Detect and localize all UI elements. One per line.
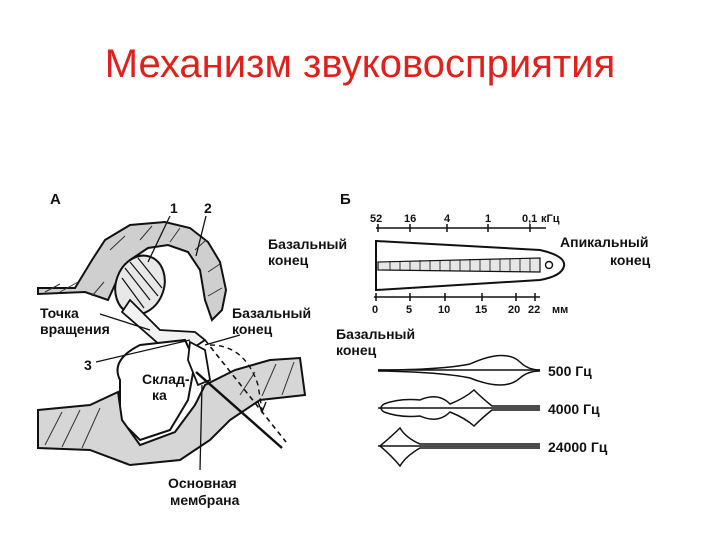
leader-2	[195, 215, 207, 257]
membrane-label-2: мембрана	[170, 492, 240, 508]
freq-tick-0-1: 0,1	[522, 213, 537, 225]
leader-1	[147, 215, 171, 263]
wave-label-24000: 24000 Гц	[548, 439, 608, 455]
basilar-dashed-curve	[209, 344, 263, 411]
pillar-cells	[187, 340, 212, 387]
basal-c-label-2: конец	[336, 342, 377, 358]
freq-scale: 52 16 4 1 0,1 кГц	[370, 213, 560, 232]
basal-c-label-1: Базальный	[336, 326, 415, 342]
basal-a-label-2: конец	[232, 321, 273, 337]
panel-a: А 1 2 Склад- ка	[37, 191, 311, 508]
fold-shape	[116, 338, 197, 442]
basilar-membrane-deflected	[204, 339, 287, 443]
wave-label-500: 500 Гц	[548, 363, 592, 379]
panel-b: Б 52 16 4 1 0,1 кГц	[268, 191, 651, 468]
slide-title: Механизм звуковосприятия	[104, 42, 616, 86]
membrane-leader	[199, 384, 203, 471]
label-2: 2	[204, 200, 212, 216]
helicotrema	[544, 260, 554, 270]
mm-tick-0: 0	[372, 304, 378, 316]
mm-tick-10: 10	[438, 304, 450, 316]
mm-tick-15: 15	[475, 304, 487, 316]
mm-tick-22: 22	[528, 304, 540, 316]
wave-24000	[378, 426, 540, 468]
mm-tick-20: 20	[508, 304, 520, 316]
basilar-arrow	[257, 401, 267, 414]
label-1: 1	[170, 200, 178, 216]
membrane-inner	[377, 257, 541, 273]
wave-label-4000: 4000 Гц	[548, 401, 600, 417]
apical-label-2: конец	[610, 252, 651, 268]
basal-a-label-1: Базальный	[232, 305, 311, 321]
mm-scale: 0 5 10 15 20 22 мм	[372, 293, 568, 316]
freq-tick-1: 1	[485, 213, 491, 225]
wave-4000	[378, 388, 540, 428]
freq-unit: кГц	[541, 213, 560, 225]
basilar-membrane	[195, 371, 283, 449]
basal-b-label-1: Базальный	[268, 236, 347, 252]
pivot-leader	[99, 313, 151, 331]
lower-body	[37, 356, 307, 467]
mm-unit: мм	[552, 304, 568, 316]
basal-leader-a	[204, 334, 241, 346]
fold-label-1: Склад-	[142, 371, 190, 387]
membrane-striations	[389, 258, 531, 272]
membrane-label-1: Основная	[168, 475, 237, 491]
fold-label-2: ка	[152, 387, 167, 403]
freq-tick-4: 4	[444, 213, 451, 225]
lower-hatching	[44, 361, 295, 449]
panel-b-letter: Б	[340, 191, 351, 208]
hair-cell-hatching	[121, 257, 163, 309]
apical-label-1: Апикальный	[560, 234, 648, 250]
panel-a-letter: А	[50, 191, 61, 208]
mm-tick-5: 5	[406, 304, 412, 316]
pivot-label-2: вращения	[40, 321, 110, 337]
label-3: 3	[84, 357, 92, 373]
wave-500	[377, 354, 541, 386]
freq-tick-52: 52	[370, 213, 382, 225]
bone-hatching	[44, 225, 223, 297]
basal-b-label-2: конец	[268, 252, 309, 268]
pivot-label-1: Точка	[40, 305, 79, 321]
freq-tick-16: 16	[404, 213, 416, 225]
leader-3	[95, 339, 191, 363]
